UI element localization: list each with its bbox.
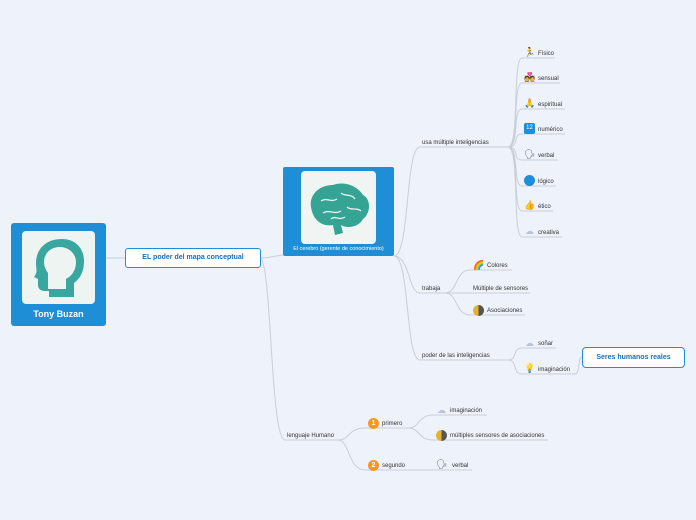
lenguaje-node[interactable]: lenguaje Humano [287, 433, 335, 439]
poder-item[interactable]: soñar [538, 341, 554, 347]
cloud-icon: ☁ [525, 226, 534, 236]
lightbulb-icon: 💡 [524, 363, 536, 373]
priority-1-icon: 1 [368, 418, 379, 429]
half-circle-icon [436, 430, 447, 441]
segundo-item[interactable]: verbal [452, 463, 469, 469]
numbers-icon: 12 [524, 123, 535, 134]
head-profile-icon [22, 231, 95, 304]
usa-item[interactable]: numérico [538, 127, 563, 133]
usa-item[interactable]: Físico [538, 51, 555, 57]
trabaja-item[interactable]: Colores [487, 263, 508, 269]
usa-item[interactable]: lógico [538, 179, 554, 185]
main-topic[interactable]: EL poder del mapa conceptual [125, 248, 261, 268]
poder-item[interactable]: imaginación [538, 367, 571, 373]
brain-node[interactable]: El cerebro (gerente de conocimiento) [283, 167, 394, 256]
couple-icon: 💑 [524, 72, 536, 82]
priority-2-icon: 2 [368, 460, 379, 471]
trabaja-item[interactable]: Múltiple de sensores [473, 286, 529, 292]
brain-icon [301, 171, 376, 244]
usa-node[interactable]: usa múltiple inteligencias [422, 140, 489, 146]
usa-item[interactable]: sensual [538, 76, 559, 82]
praying-icon: 🙏 [524, 98, 536, 108]
speaking-head-icon: 🗣 [524, 149, 536, 159]
brain-label: El cerebro (gerente de conocimiento) [293, 246, 384, 252]
root-node[interactable]: Tony Buzan [11, 223, 106, 326]
thumbs-up-icon: 👍 [524, 200, 536, 210]
main-topic-label: EL poder del mapa conceptual [142, 254, 244, 261]
seres-node[interactable]: Seres humanos reales [582, 347, 685, 368]
runner-icon: 🏃 [524, 47, 536, 57]
poder-node[interactable]: poder de las inteligencias [422, 353, 490, 359]
root-label: Tony Buzan [33, 309, 84, 319]
usa-item[interactable]: verbal [538, 153, 555, 159]
speaking-head-icon: 🗣 [436, 459, 448, 469]
primero-item[interactable]: imaginación [450, 408, 483, 414]
primero-item[interactable]: múltiples sensores de asociaciones [450, 433, 545, 439]
seres-label: Seres humanos reales [596, 354, 671, 361]
cloud-icon: ☁ [525, 338, 534, 348]
segundo-node[interactable]: segundo [382, 463, 406, 469]
usa-item[interactable]: creativa [538, 230, 560, 236]
cloud-icon: ☁ [437, 405, 446, 415]
trabaja-node[interactable]: trabaja [422, 286, 441, 292]
trabaja-item[interactable]: Asociaciones [487, 308, 523, 314]
logic-icon [524, 175, 535, 186]
rainbow-icon: 🌈 [473, 260, 485, 270]
half-circle-icon [473, 305, 484, 316]
primero-node[interactable]: primero [382, 421, 403, 427]
usa-item[interactable]: ético [538, 204, 551, 210]
usa-item[interactable]: espiritual [538, 102, 563, 108]
